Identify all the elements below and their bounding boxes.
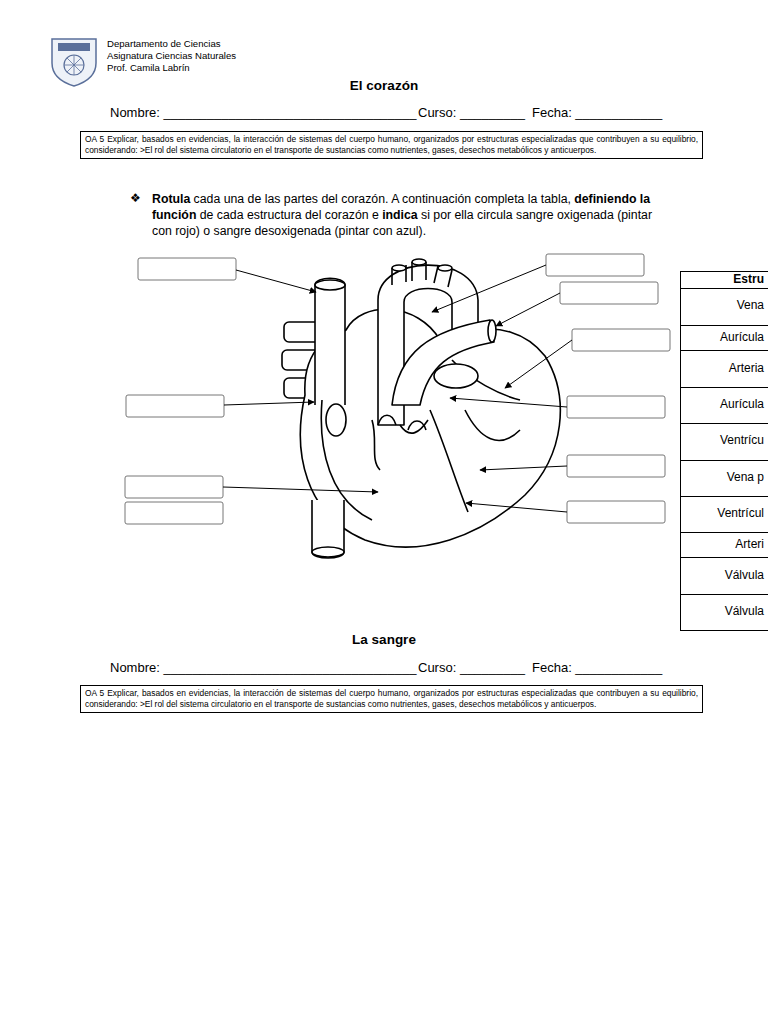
instruction-text: Rotula: [152, 192, 190, 206]
art-stroke: [223, 487, 378, 492]
art-stroke: [315, 278, 345, 405]
table-cell: Válvula: [725, 568, 764, 583]
art-stroke: [64, 55, 84, 75]
art-stroke: [392, 320, 494, 405]
header-line: Prof. Camila Labrín: [107, 62, 190, 74]
objective-text: OA 5 Explicar, basados en evidencias, la…: [85, 688, 698, 710]
bullet-symbol: ❖: [130, 191, 141, 206]
art-stroke: [432, 265, 546, 312]
instruction-text: indica: [382, 208, 418, 222]
art-stroke: [572, 329, 670, 351]
art-stroke: [466, 503, 567, 512]
art-stroke: [312, 547, 344, 557]
objective-box: OA 5 Explicar, basados en evidencias, la…: [80, 131, 703, 159]
art-stroke: [64, 55, 84, 75]
instruction-text: cada una de las partes del corazón. A co…: [194, 192, 571, 206]
table-cell: Arteria: [729, 361, 764, 376]
header-line: Asignatura Ciencias Naturales: [107, 50, 236, 62]
art-stroke: [224, 402, 314, 405]
structure-table: [680, 271, 768, 631]
table-cell: Ventrícu: [720, 433, 764, 448]
art-stroke: [434, 364, 478, 388]
art-stroke: [496, 293, 560, 326]
art-stroke: [326, 404, 346, 436]
art-stroke: [372, 420, 380, 470]
art-stroke: [465, 410, 520, 440]
school-logo: [52, 39, 96, 86]
art-stroke: [546, 254, 644, 276]
instruction-text: de cada estructura del corazón e: [200, 208, 379, 222]
art-stroke: [392, 265, 406, 285]
art-stroke: [567, 501, 665, 523]
objective-text: OA 5 Explicar, basados en evidencias, la…: [85, 134, 698, 156]
heart-illustration: [282, 259, 560, 558]
table-cell: Aurícula: [720, 330, 764, 345]
art-stroke: [125, 476, 223, 498]
art-stroke: [312, 500, 344, 558]
art-stroke: [321, 400, 372, 520]
art-stroke: [434, 266, 452, 287]
art-stroke: [560, 282, 658, 304]
header-line: Departamento de Ciencias: [107, 38, 221, 50]
name-field: Nombre: ________________________________…: [110, 660, 417, 676]
art-stroke: [125, 502, 223, 524]
table-cell: Vena: [737, 298, 764, 313]
art-stroke: [430, 410, 468, 512]
course-field: Curso: _________: [418, 105, 525, 121]
name-field: Nombre: ________________________________…: [110, 105, 417, 121]
art-stroke: [378, 415, 426, 430]
date-field: Fecha: ____________: [532, 105, 662, 121]
art-stroke: [450, 398, 567, 407]
art-stroke: [315, 280, 345, 290]
table-cell: Aurícula: [720, 397, 764, 412]
leader-lines: [223, 265, 572, 512]
table-cell: Arteri: [735, 537, 764, 552]
table-cell: Ventrícul: [717, 506, 764, 521]
section-title: La sangre: [0, 632, 768, 649]
table-header: Estru: [733, 272, 764, 287]
art-stroke: [58, 43, 90, 51]
art-stroke: [52, 39, 96, 86]
sheet-title: El corazón: [0, 78, 768, 95]
art-stroke: [567, 455, 665, 477]
blank-label-boxes: [125, 254, 670, 524]
course-field: Curso: _________: [418, 660, 525, 676]
art-stroke: [392, 265, 406, 271]
art-stroke: [680, 272, 768, 631]
instruction-paragraph: Rotula cada una de las partes del corazón…: [152, 191, 666, 239]
art-stroke: [567, 396, 665, 418]
art-stroke: [236, 270, 316, 292]
art-stroke: [126, 395, 224, 417]
art-stroke: [480, 466, 567, 470]
art-stroke: [505, 340, 572, 388]
art-stroke: [488, 320, 496, 342]
date-field: Fecha: ____________: [532, 660, 662, 676]
table-cell: Válvula: [725, 604, 764, 619]
art-stroke: [438, 265, 452, 271]
art-stroke: [138, 258, 236, 280]
table-cell: Vena p: [727, 470, 764, 485]
objective-box: OA 5 Explicar, basados en evidencias, la…: [80, 685, 703, 713]
art-stroke: [680, 271, 681, 630]
art-stroke: [412, 259, 426, 265]
